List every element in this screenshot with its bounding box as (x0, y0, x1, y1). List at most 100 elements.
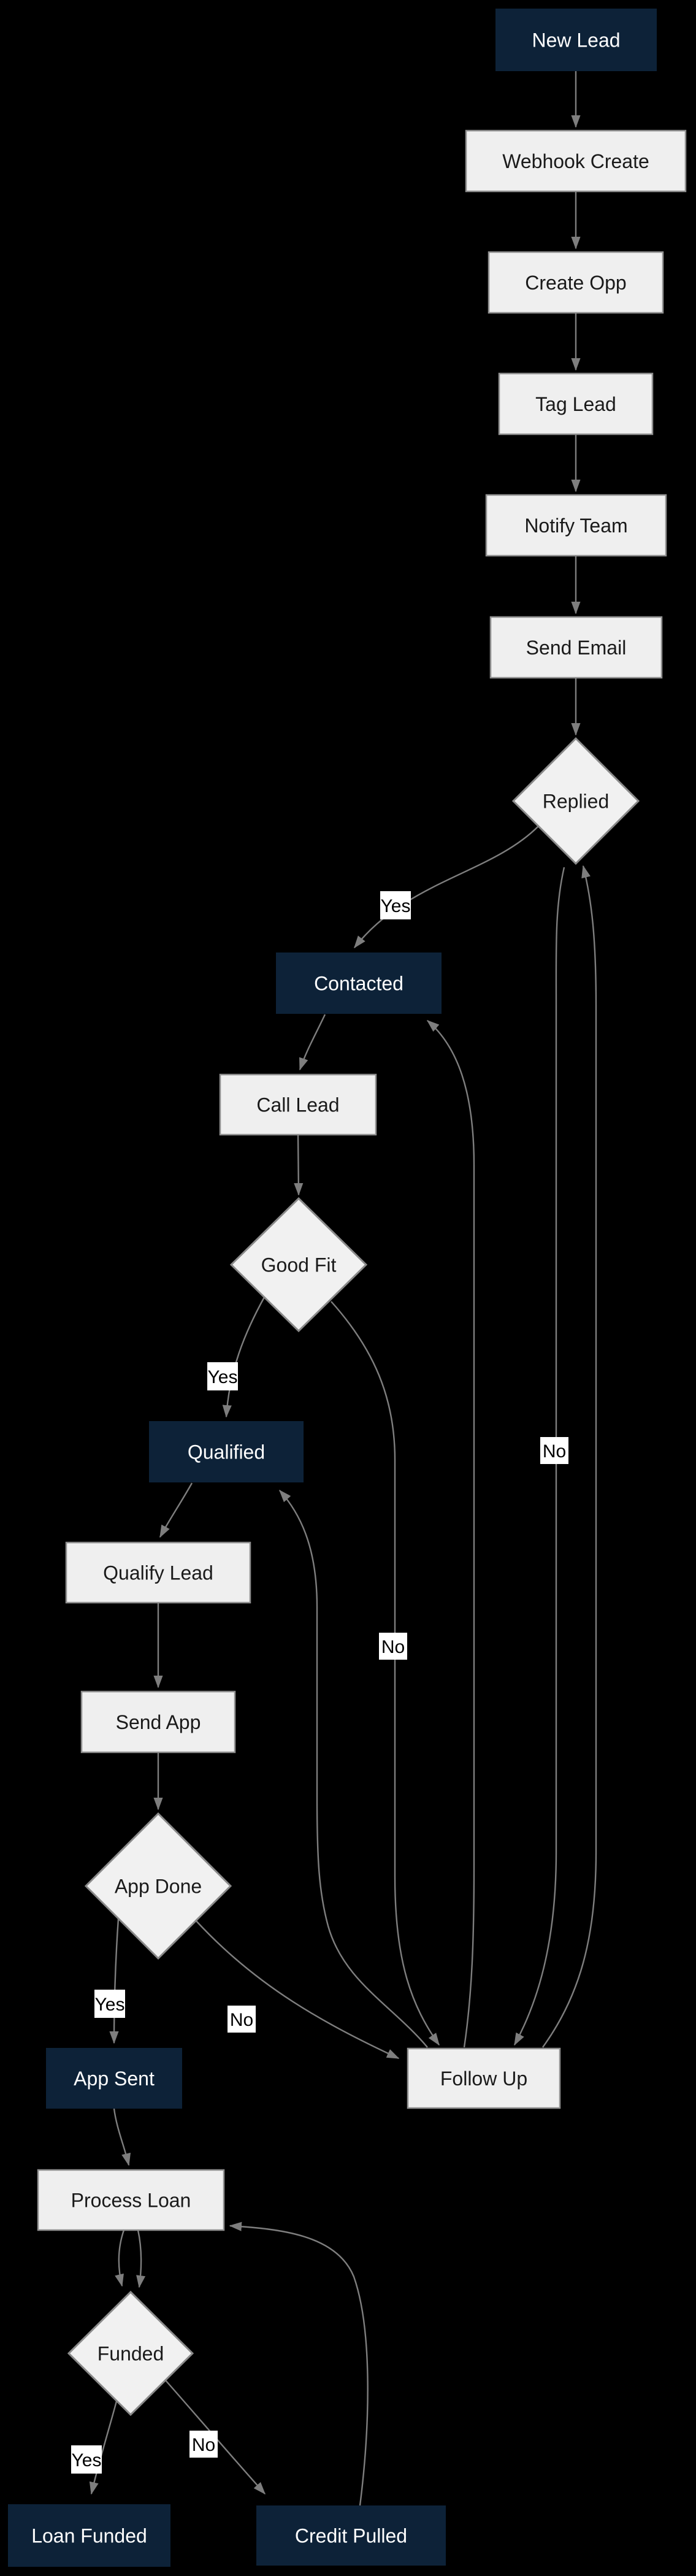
edge-process-loan-funded (136, 2229, 146, 2288)
edge-label-yes: Yes (71, 2445, 102, 2474)
edge-replied-contacted-yes (354, 826, 539, 949)
edge-label-yes: Yes (94, 1990, 125, 2018)
node-process-loan: Process Loan (37, 2169, 225, 2231)
send-app-label: Send App (116, 1711, 201, 1733)
call-lead-label: Call Lead (256, 1094, 339, 1116)
edge-label-no: No (189, 2431, 218, 2458)
call-lead-shape (219, 1073, 377, 1136)
create-opp-label: Create Opp (525, 272, 626, 294)
edge-replied-follow-up-no (513, 867, 565, 2046)
node-tag-lead: Tag Lead (498, 372, 654, 435)
edge-label-text: No (230, 2010, 253, 2030)
process-loan-shape (37, 2169, 225, 2231)
edge-label-text: Yes (208, 1367, 238, 1387)
node-good-fit: Good Fit (229, 1197, 368, 1333)
credit-pulled-label: Credit Pulled (295, 2525, 407, 2547)
edge-app-sent-process-loan (113, 2108, 131, 2166)
edge-label-yes: Yes (380, 891, 411, 919)
edge-label-no: No (379, 1633, 407, 1660)
edges-layer (89, 71, 597, 2506)
edge-good-fit-qualified-yes (222, 1297, 266, 1418)
webhook-create-shape (465, 129, 687, 193)
edge-good-fit-follow-up-no (331, 1301, 440, 2046)
node-funded: Funded (67, 2290, 194, 2417)
app-sent-shape (46, 2048, 182, 2109)
node-replied: Replied (511, 737, 640, 865)
qualified-label: Qualified (188, 1441, 265, 1463)
process-loan-label: Process Loan (71, 2190, 191, 2212)
edge-label-text: No (192, 2435, 215, 2455)
loan-funded-shape (8, 2504, 170, 2567)
follow-up-label: Follow Up (440, 2068, 527, 2090)
edge-label-no: No (228, 2006, 256, 2033)
replied-shape (511, 737, 640, 865)
send-email-label: Send Email (526, 637, 627, 659)
edge-contacted-call-lead (299, 1014, 326, 1071)
edge-label-background (228, 2006, 256, 2033)
edge-label-text: No (543, 1441, 566, 1462)
app-done-label: App Done (115, 1876, 202, 1898)
edge-call-lead-good-fit (294, 1134, 304, 1196)
edge-credit-pulled-process-loan (229, 2221, 369, 2506)
loan-funded-label: Loan Funded (31, 2525, 147, 2547)
node-qualified: Qualified (149, 1421, 304, 1482)
node-new-lead: New Lead (495, 9, 657, 71)
edge-label-text: No (381, 1637, 405, 1657)
node-loan-funded: Loan Funded (8, 2504, 170, 2567)
node-qualify-lead: Qualify Lead (65, 1541, 251, 1604)
node-follow-up: Follow Up (407, 2047, 561, 2109)
send-app-shape (80, 1690, 236, 1754)
edge-follow-up-replied (542, 865, 597, 2048)
edge-label-text: Yes (381, 896, 411, 916)
node-call-lead: Call Lead (219, 1073, 377, 1136)
node-contacted: Contacted (276, 953, 442, 1014)
node-send-app: Send App (80, 1690, 236, 1754)
edge-label-background (189, 2431, 218, 2458)
qualify-lead-label: Qualify Lead (103, 1562, 213, 1584)
edge-label-no: No (540, 1437, 568, 1464)
qualified-shape (149, 1421, 304, 1482)
edge-label-background (540, 1437, 568, 1464)
app-done-shape (84, 1812, 232, 1960)
funded-label: Funded (98, 2343, 164, 2365)
node-notify-team: Notify Team (485, 494, 667, 557)
follow-up-shape (407, 2047, 561, 2109)
good-fit-label: Good Fit (261, 1254, 337, 1276)
node-send-email: Send Email (489, 616, 663, 679)
edge-label-background (71, 2445, 102, 2474)
node-webhook-create: Webhook Create (465, 129, 687, 193)
contacted-shape (276, 953, 442, 1014)
good-fit-shape (229, 1197, 368, 1333)
webhook-create-label: Webhook Create (502, 150, 649, 172)
qualify-lead-shape (65, 1541, 251, 1604)
edge-app-done-follow-up-no (196, 1920, 400, 2060)
new-lead-label: New Lead (532, 29, 620, 52)
edge-follow-up-qualified (278, 1489, 428, 2048)
send-email-shape (489, 616, 663, 679)
edge-label-text: Yes (95, 1995, 125, 2015)
credit-pulled-shape (256, 2505, 446, 2566)
node-app-done: App Done (84, 1812, 232, 1960)
edge-app-done-app-sent-yes (109, 1918, 120, 2044)
edge-label-yes: Yes (207, 1362, 238, 1390)
edge-funded-loan-funded-yes (89, 2401, 118, 2495)
edge-label-background (379, 1633, 407, 1660)
node-app-sent: App Sent (46, 2048, 182, 2109)
edge-label-text: Yes (72, 2450, 102, 2471)
tag-lead-shape (498, 372, 654, 435)
edge-qualified-qualify-lead (159, 1482, 193, 1538)
edge-process-loan-funded (115, 2229, 125, 2287)
replied-label: Replied (543, 791, 610, 813)
node-create-opp: Create Opp (488, 251, 664, 314)
edge-label-background (94, 1990, 125, 2018)
edge-label-background (380, 891, 411, 919)
notify-team-shape (485, 494, 667, 557)
funded-shape (67, 2290, 194, 2417)
contacted-label: Contacted (314, 973, 403, 995)
tag-lead-label: Tag Lead (535, 393, 616, 415)
edge-label-background (207, 1362, 238, 1390)
new-lead-shape (495, 9, 657, 71)
app-sent-label: App Sent (74, 2068, 155, 2090)
